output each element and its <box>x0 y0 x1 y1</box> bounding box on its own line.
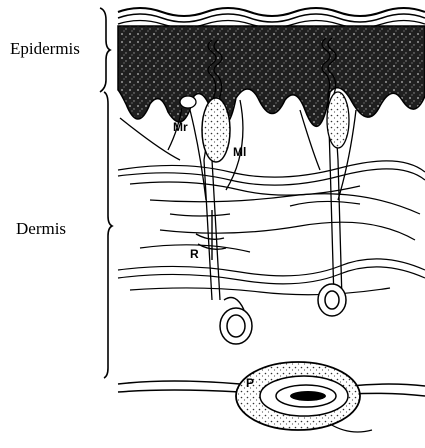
pacinian-corpuscle <box>118 362 425 432</box>
dermal-fibers <box>118 161 425 295</box>
epidermis-bracket <box>100 8 110 92</box>
coiled-endings <box>220 284 346 344</box>
meissner-label: Ml <box>233 145 246 159</box>
epidermis-layer <box>118 26 425 126</box>
dermis-bracket <box>104 92 112 378</box>
dermis-label: Dermis <box>16 219 66 238</box>
pacinian-label: P <box>246 376 254 390</box>
merkel-label: Mr <box>173 120 188 134</box>
epidermis-label: Epidermis <box>10 39 80 58</box>
meissner-corpuscle <box>202 98 230 162</box>
stratum-corneum <box>118 8 425 28</box>
ruffini-ending <box>196 210 226 260</box>
meissner-corpuscle-2 <box>327 92 349 148</box>
ruffini-label: R <box>190 247 199 261</box>
